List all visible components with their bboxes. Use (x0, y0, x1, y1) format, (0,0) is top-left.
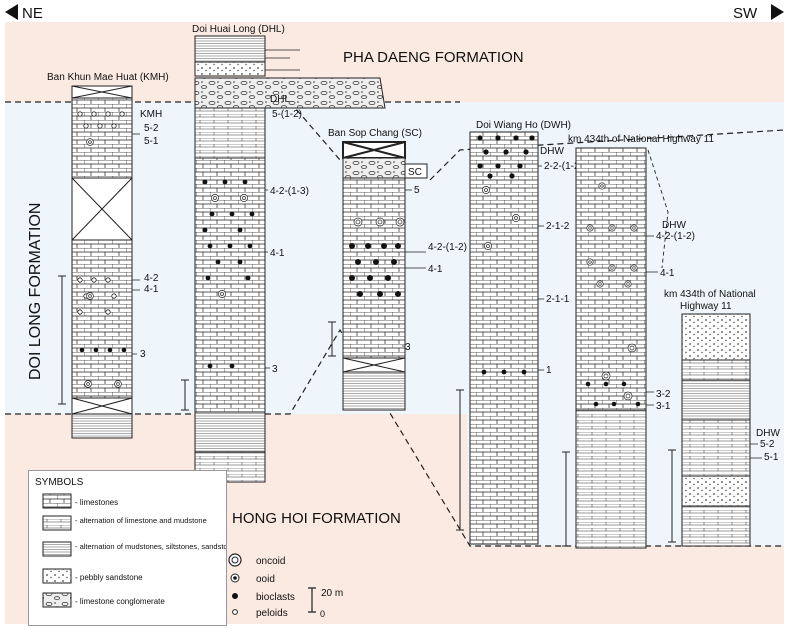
dhl-code: DHL (270, 94, 290, 105)
legend-canvas: SYMBOLS - limestones - alternation of li… (35, 477, 226, 608)
legend-alt-mud-silt-label: - alternation of mudstones, siltstones, … (75, 542, 226, 551)
kmh-title: Ban Khun Mae Huat (KMH) (47, 72, 169, 83)
legend-pebbly-swatch (42, 568, 72, 584)
sc-level-3: 3 (405, 342, 411, 353)
pha-daeng-label: PHA DAENG FORMATION (343, 49, 524, 66)
section-dhl: Doi Huai Long (DHL) DHL 5-(1-2) 4-2-(1-3… (181, 24, 386, 483)
dhl-level-4-1: 4-1 (270, 248, 285, 259)
kmh-level-5-2: 5-2 (144, 123, 159, 134)
legend-pebbly-label: - pebbly sandstone (75, 573, 143, 582)
kmh-level-4-2: 4-2 (144, 273, 159, 284)
kmh-code: KMH (140, 109, 162, 120)
sc-level-4-1: 4-1 (428, 264, 443, 275)
kmh-level-3: 3 (140, 349, 146, 360)
dhl-level-5-1-2: 5-(1-2) (272, 109, 302, 120)
legend-alt-lime-mud-swatch (42, 515, 72, 531)
sc-code: SC (408, 167, 422, 178)
legend-conglomerate-swatch (42, 592, 72, 608)
legend-alt-lime-mud-label: - alternation of limestone and mudstone (75, 516, 207, 525)
section-kmh: Ban Khun Mae Huat (KMH) KMH 5-2 5-1 4-2 (47, 72, 169, 439)
hong-hoi-label: HONG HOI FORMATION (232, 510, 401, 527)
dwh-level-2-1-2: 2-1-2 (546, 221, 570, 232)
legend-title: SYMBOLS (35, 477, 84, 488)
doi-long-label: DOI LONG FORMATION (27, 203, 44, 380)
sw-arrow-icon (771, 4, 784, 20)
sc-level-4-2-1-2: 4-2-(1-2) (428, 242, 467, 253)
km434b-level-5-2: 5-2 (760, 439, 775, 450)
ne-arrow-icon (5, 4, 18, 20)
sw-label: SW (733, 5, 758, 22)
section-km434-a: km 434th of National Highway 11 DHW 4-2-… (562, 134, 714, 549)
km434b-title-2: Highway 11 (680, 301, 732, 312)
dwh-title: Doi Wiang Ho (DWH) (476, 120, 571, 131)
legend-conglomerate-label: - limestone conglomerate (75, 597, 165, 606)
kmh-level-4-1: 4-1 (144, 284, 159, 295)
km434a-title: km 434th of National Highway 11 (568, 134, 714, 145)
kmh-level-5-1: 5-1 (144, 136, 159, 147)
dhl-level-4-2-1-3: 4-2-(1-3) (270, 186, 309, 197)
dwh-level-2-1-1: 2-1-1 (546, 294, 570, 305)
dhl-level-3: 3 (272, 364, 278, 375)
dwh-level-2-2-1-2: 2-2-(1-2) (544, 161, 583, 172)
legend-limestone-label: - limestones (75, 498, 118, 507)
dwh-code: DHW (540, 146, 564, 157)
legend: SYMBOLS - limestones - alternation of li… (28, 470, 227, 626)
sc-level-5: 5 (414, 185, 420, 196)
section-dwh: Doi Wiang Ho (DWH) DHW 2-2-(1-2) 2-1-2 2… (456, 120, 583, 545)
legend-limestone-swatch (42, 493, 72, 509)
km434b-code: DHW (756, 428, 780, 439)
dhl-title: Doi Huai Long (DHL) (192, 24, 285, 35)
km434a-level-3-2: 3-2 (656, 389, 671, 400)
dwh-level-1: 1 (546, 365, 552, 376)
sc-title: Ban Sop Chang (SC) (328, 128, 422, 139)
km434b-title-1: km 434th of National (664, 289, 756, 300)
km434a-level-4-1: 4-1 (660, 268, 675, 279)
km434a-level-3-1: 3-1 (656, 401, 671, 412)
section-km434-b: km 434th of National Highway 11 DHW 5-2 … (664, 289, 780, 547)
legend-alt-mud-silt-swatch (42, 541, 72, 557)
km434a-code: DHW (662, 220, 686, 231)
pha-daeng-band (5, 22, 784, 102)
km434a-level-4-2-1-2: 4-2-(1-2) (656, 231, 695, 242)
ne-label: NE (22, 5, 43, 22)
section-sc: Ban Sop Chang (SC) SC 5 4-2-(1-2) 4-1 3 (328, 128, 467, 411)
km434b-level-5-1: 5-1 (764, 452, 779, 463)
